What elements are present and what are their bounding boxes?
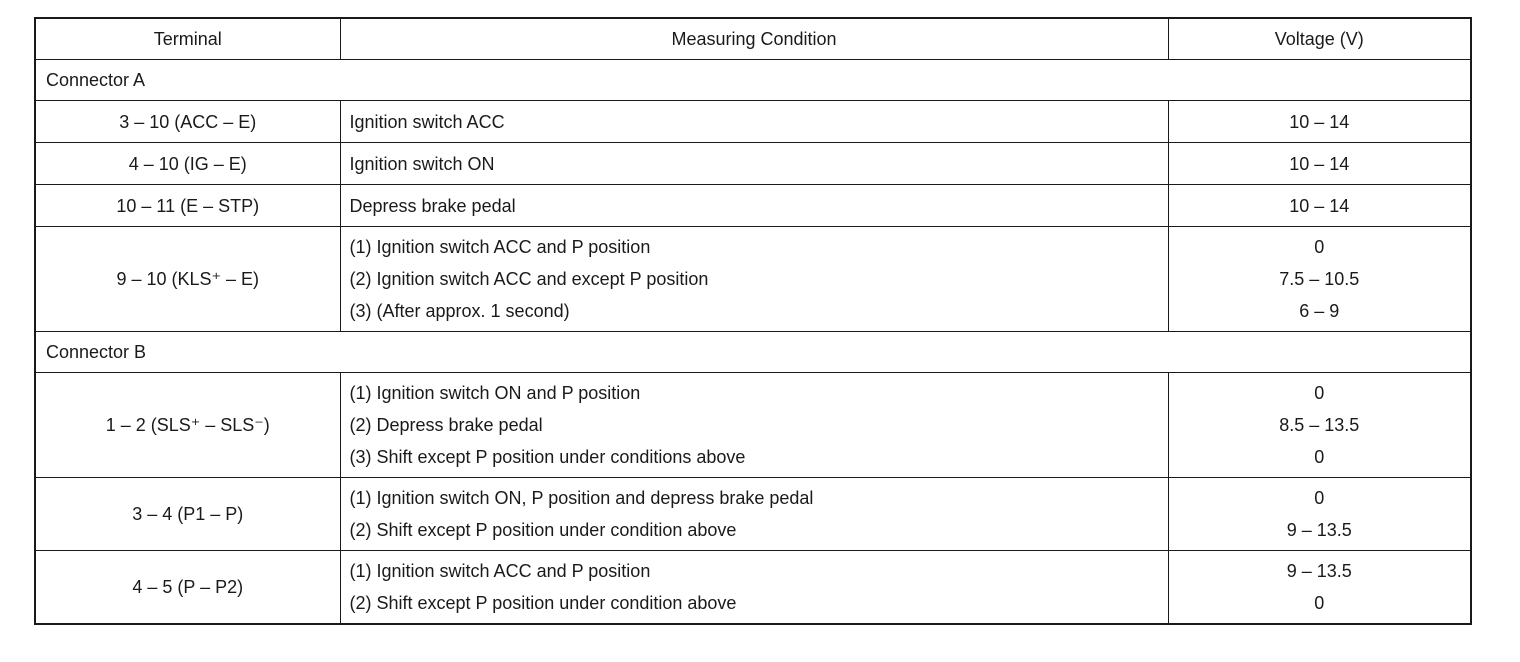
condition-line: (2) Shift except P position under condit… bbox=[349, 520, 737, 540]
condition-cell: (1) Ignition switch ACC and P position (… bbox=[339, 550, 1169, 625]
table-row: 1 – 2 (SLS⁺ – SLS⁻) (1) Ignition switch … bbox=[34, 372, 1472, 478]
header-condition: Measuring Condition bbox=[339, 17, 1169, 60]
condition-cell: Ignition switch ACC bbox=[339, 100, 1169, 143]
table-row: 3 – 4 (P1 – P) (1) Ignition switch ON, P… bbox=[34, 477, 1472, 551]
table-row: 4 – 5 (P – P2) (1) Ignition switch ACC a… bbox=[34, 550, 1472, 625]
voltage-line: 0 bbox=[1314, 593, 1325, 613]
condition-line: (3) (After approx. 1 second) bbox=[349, 301, 570, 321]
voltage-cell: 0 8.5 – 13.5 0 bbox=[1167, 372, 1472, 478]
terminal-cell: 4 – 10 (IG – E) bbox=[34, 142, 341, 185]
header-row: Terminal Measuring Condition Voltage (V) bbox=[34, 17, 1472, 60]
condition-cell: Depress brake pedal bbox=[339, 184, 1169, 227]
voltage-line: 0 bbox=[1314, 237, 1325, 257]
voltage-cell: 10 – 14 bbox=[1167, 142, 1472, 185]
condition-line: (1) Ignition switch ON and P position bbox=[349, 383, 641, 403]
condition-cell: (1) Ignition switch ACC and P position (… bbox=[339, 226, 1169, 332]
header-voltage: Voltage (V) bbox=[1167, 17, 1472, 60]
condition-cell: (1) Ignition switch ON and P position (2… bbox=[339, 372, 1169, 478]
section-row-connector-a: Connector A bbox=[34, 59, 1472, 101]
condition-line: (3) Shift except P position under condit… bbox=[349, 447, 746, 467]
table-row: 3 – 10 (ACC – E) Ignition switch ACC 10 … bbox=[34, 100, 1472, 143]
table-row: 9 – 10 (KLS⁺ – E) (1) Ignition switch AC… bbox=[34, 226, 1472, 332]
condition-line: Depress brake pedal bbox=[349, 195, 516, 216]
condition-line: (2) Shift except P position under condit… bbox=[349, 593, 737, 613]
voltage-cell: 0 7.5 – 10.5 6 – 9 bbox=[1167, 226, 1472, 332]
condition-cell: (1) Ignition switch ON, P position and d… bbox=[339, 477, 1169, 551]
condition-line: Ignition switch ON bbox=[349, 153, 495, 174]
voltage-spec-table: Terminal Measuring Condition Voltage (V)… bbox=[34, 17, 1472, 625]
section-title: Connector A bbox=[34, 59, 1472, 101]
voltage-line: 10 – 14 bbox=[1289, 153, 1350, 174]
voltage-line: 0 bbox=[1314, 383, 1325, 403]
voltage-cell: 10 – 14 bbox=[1167, 100, 1472, 143]
condition-line: (1) Ignition switch ACC and P position bbox=[349, 237, 651, 257]
voltage-line: 0 bbox=[1314, 488, 1325, 508]
terminal-cell: 1 – 2 (SLS⁺ – SLS⁻) bbox=[34, 372, 341, 478]
table-row: 4 – 10 (IG – E) Ignition switch ON 10 – … bbox=[34, 142, 1472, 185]
voltage-line: 9 – 13.5 bbox=[1286, 520, 1352, 540]
section-title: Connector B bbox=[34, 331, 1472, 373]
voltage-line: 6 – 9 bbox=[1299, 301, 1340, 321]
condition-line: (1) Ignition switch ACC and P position bbox=[349, 561, 651, 581]
terminal-cell: 4 – 5 (P – P2) bbox=[34, 550, 341, 625]
table-row: 10 – 11 (E – STP) Depress brake pedal 10… bbox=[34, 184, 1472, 227]
voltage-cell: 9 – 13.5 0 bbox=[1167, 550, 1472, 625]
voltage-line: 7.5 – 10.5 bbox=[1279, 269, 1360, 289]
voltage-line: 8.5 – 13.5 bbox=[1279, 415, 1360, 435]
voltage-line: 9 – 13.5 bbox=[1286, 561, 1352, 581]
section-row-connector-b: Connector B bbox=[34, 331, 1472, 373]
voltage-cell: 0 9 – 13.5 bbox=[1167, 477, 1472, 551]
condition-line: (2) Ignition switch ACC and except P pos… bbox=[349, 269, 709, 289]
voltage-line: 10 – 14 bbox=[1289, 111, 1350, 132]
terminal-cell: 9 – 10 (KLS⁺ – E) bbox=[34, 226, 341, 332]
voltage-line: 10 – 14 bbox=[1289, 195, 1350, 216]
terminal-cell: 10 – 11 (E – STP) bbox=[34, 184, 341, 227]
voltage-cell: 10 – 14 bbox=[1167, 184, 1472, 227]
condition-line: Ignition switch ACC bbox=[349, 111, 505, 132]
header-terminal: Terminal bbox=[34, 17, 341, 60]
terminal-cell: 3 – 10 (ACC – E) bbox=[34, 100, 341, 143]
voltage-line: 0 bbox=[1314, 447, 1325, 467]
terminal-cell: 3 – 4 (P1 – P) bbox=[34, 477, 341, 551]
condition-line: (2) Depress brake pedal bbox=[349, 415, 543, 435]
condition-cell: Ignition switch ON bbox=[339, 142, 1169, 185]
condition-line: (1) Ignition switch ON, P position and d… bbox=[349, 488, 814, 508]
